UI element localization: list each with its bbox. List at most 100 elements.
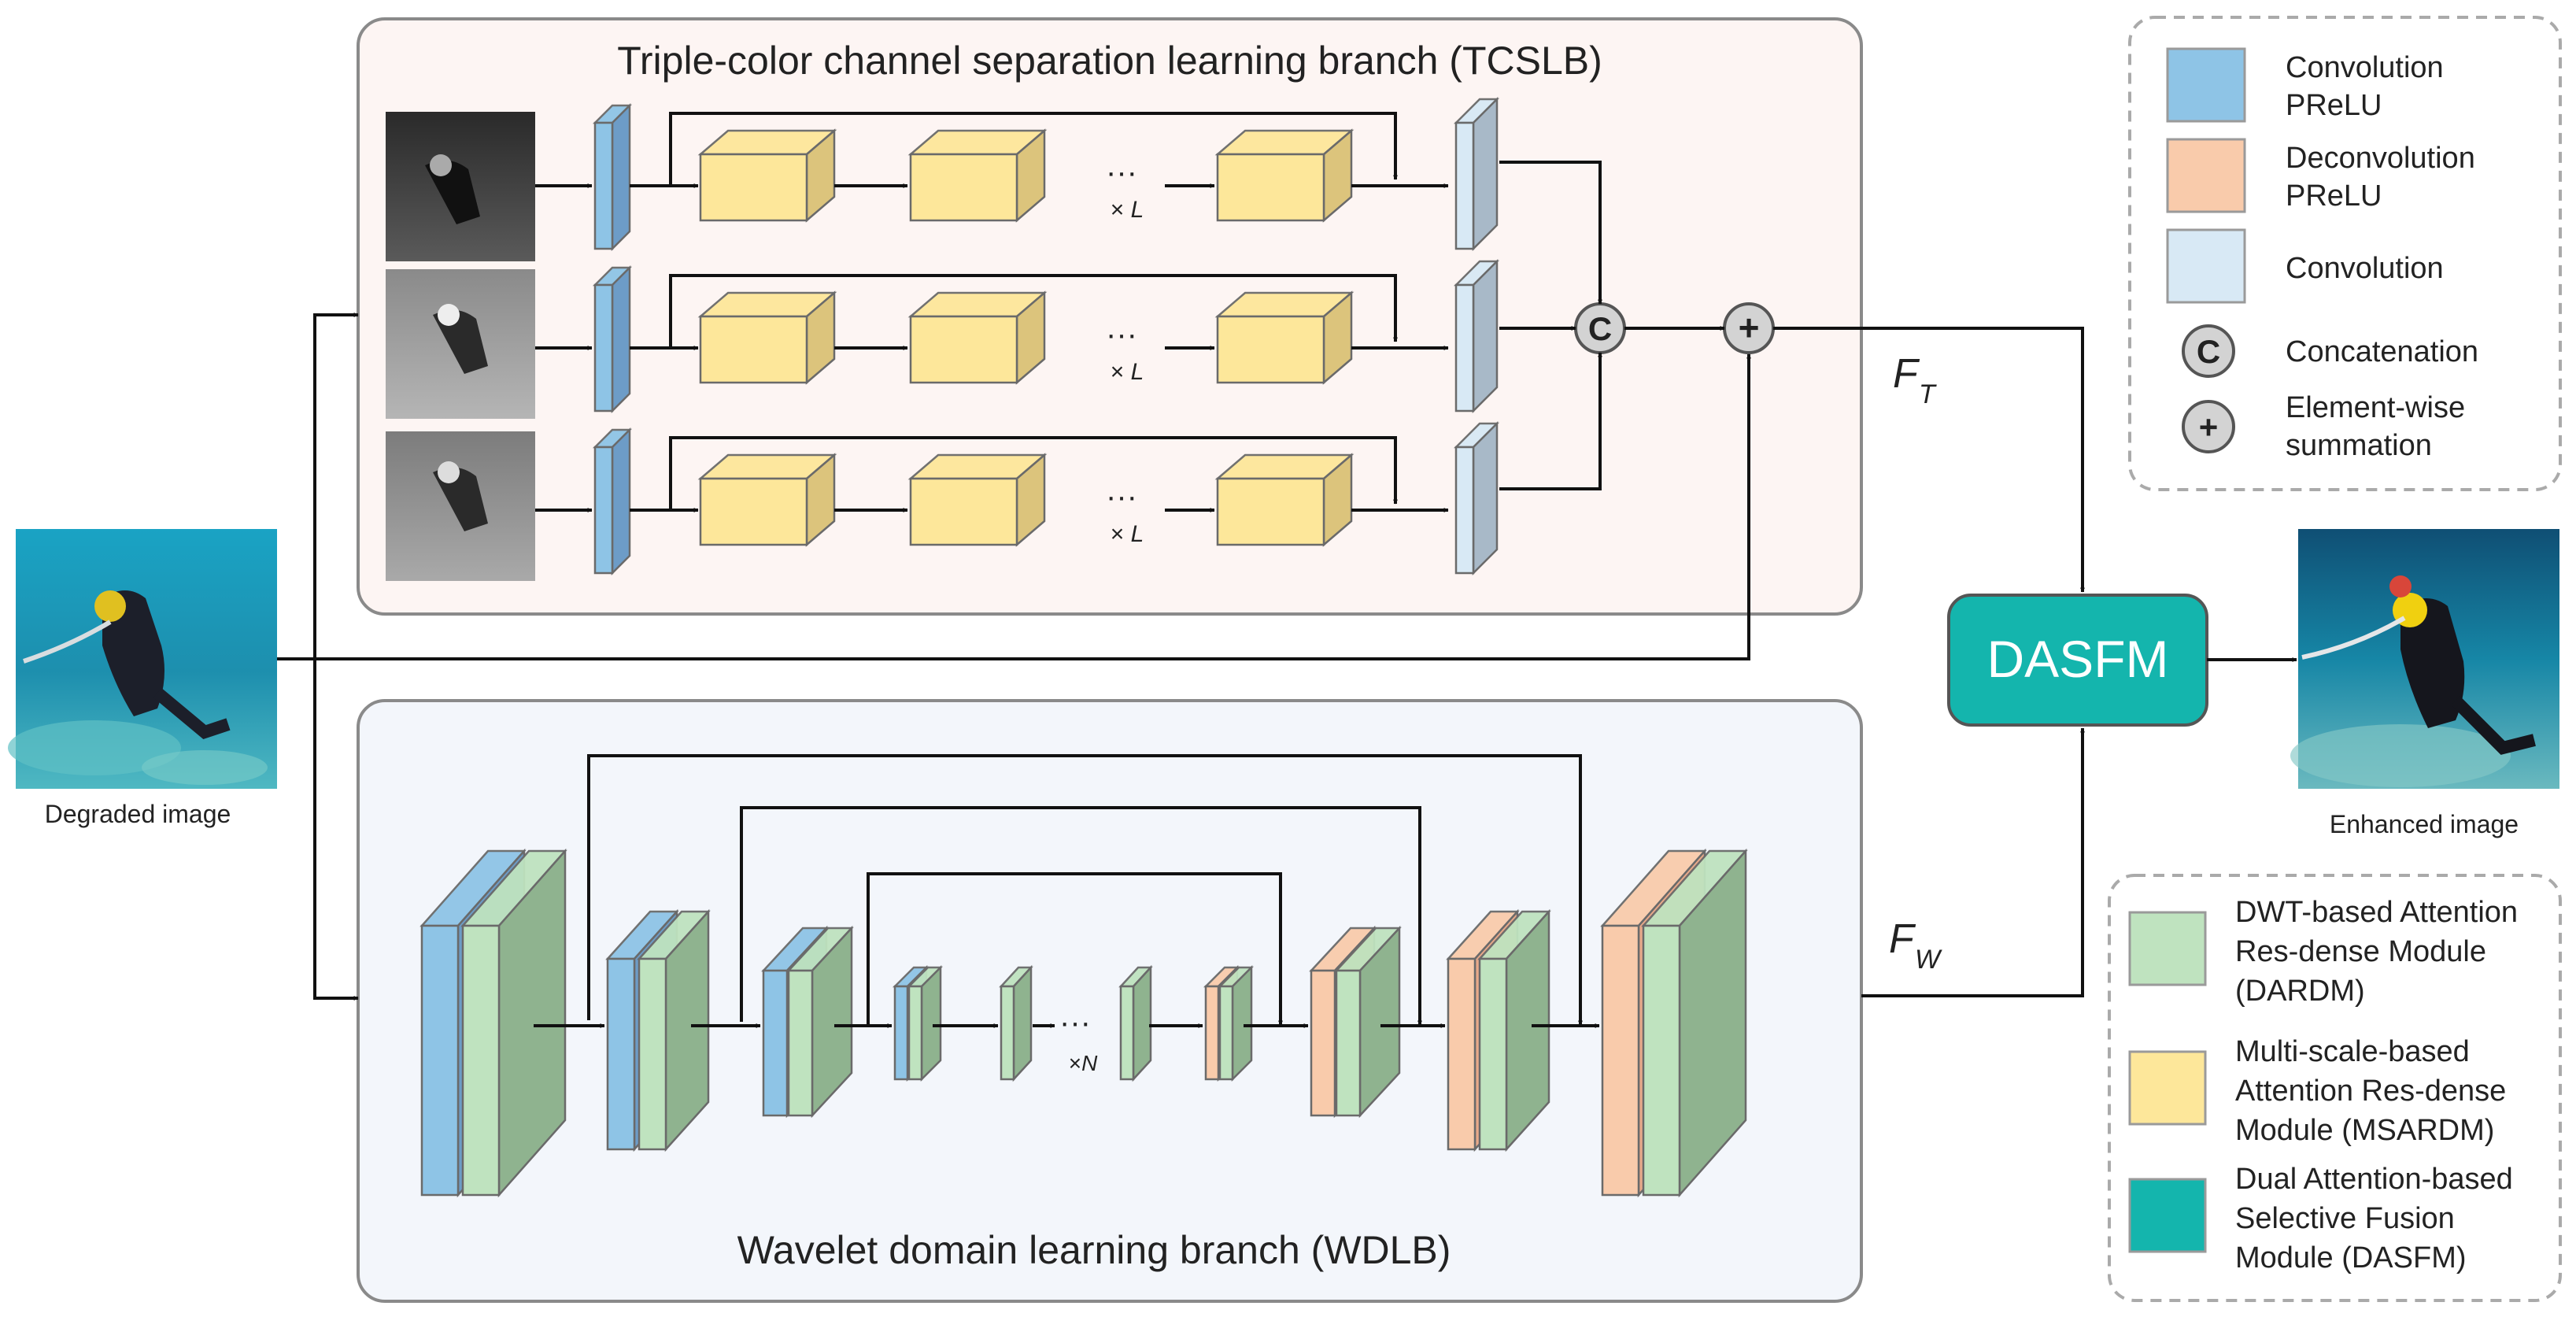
svg-text:T: T <box>1919 379 1937 409</box>
repeat-dots: ··· <box>1106 155 1137 190</box>
legend-top-frame <box>2128 16 2562 491</box>
legend-swatch <box>2128 911 2207 986</box>
msardm-block <box>697 290 837 385</box>
legend-top: ConvolutionPReLUDeconvolutionPReLUConvol… <box>2166 47 2478 462</box>
concat-node: C <box>1574 302 1626 354</box>
msardm-block <box>1214 128 1355 223</box>
legend-swatch <box>2128 1178 2207 1253</box>
conv-block <box>1453 420 1500 576</box>
legend-item: C Concatenation <box>2182 324 2478 378</box>
legend-symbol <box>2182 400 2235 453</box>
skip-connection <box>740 806 1422 1026</box>
dardm-block <box>906 964 944 1082</box>
legend-label: Dual Attention-based <box>2235 1163 2513 1196</box>
wdlb-panel <box>357 699 1863 1303</box>
dardm-block <box>460 848 567 1198</box>
skip-connection <box>669 274 1398 348</box>
legend-bottom-frame <box>2108 874 2562 1302</box>
legend-label: Module (DASFM) <box>2235 1241 2467 1274</box>
svg-text:W: W <box>1915 945 1942 975</box>
repeat-count: × L <box>1111 521 1144 547</box>
conv-block <box>1453 258 1500 414</box>
legend-label: Module (MSARDM) <box>2235 1114 2494 1147</box>
legend-symbol-text: C <box>2197 333 2220 370</box>
legend-label: Multi-scale-based <box>2235 1035 2470 1068</box>
dasfm-label: DASFM <box>1987 630 2169 688</box>
msardm-block <box>1214 290 1355 385</box>
channel-image-2 <box>386 269 535 419</box>
conv-prelu-block <box>592 427 633 576</box>
legend-label: PReLU <box>2286 179 2382 213</box>
legend-label: Convolution <box>2286 51 2444 84</box>
skip-connection <box>867 872 1283 1026</box>
msardm-block <box>1214 453 1355 547</box>
legend-symbol <box>2182 324 2235 378</box>
repeat-count: ×N <box>1069 1051 1098 1075</box>
enhanced-image-label: Enhanced image <box>2330 810 2519 838</box>
legend-swatch <box>2166 228 2246 304</box>
legend-label: (DARDM) <box>2235 975 2365 1008</box>
dardm-block <box>1118 964 1153 1082</box>
legend-label: Deconvolution <box>2286 142 2475 175</box>
channel-image-3 <box>386 431 535 581</box>
repeat-dots: ··· <box>1059 1005 1091 1040</box>
legend-label: Element-wise <box>2286 391 2465 424</box>
skip-connection <box>587 754 1583 1026</box>
tcslb-title: Triple-color channel separation learning… <box>617 39 1602 83</box>
legend-item: Convolution <box>2166 228 2444 304</box>
tcslb-wires <box>277 161 2297 1001</box>
wdlb-network: ··· ×N <box>419 754 1748 1198</box>
conv-block <box>1453 96 1500 252</box>
legend-label: DWT-based Attention <box>2235 896 2518 929</box>
legend-label: Convolution <box>2286 252 2444 285</box>
dardm-block <box>1477 908 1551 1152</box>
degraded-image <box>8 529 277 789</box>
conv-prelu-block <box>592 102 633 252</box>
legend-swatch <box>2128 1050 2207 1126</box>
tcslb-rows: ···× L···× L···× L <box>535 96 1500 576</box>
channel-image-1 <box>386 112 535 261</box>
legend-swatch <box>2166 138 2246 213</box>
legend-label: PReLU <box>2286 89 2382 122</box>
legend-label: Concatenation <box>2286 335 2478 368</box>
conv-prelu-block <box>592 265 633 414</box>
dardm-block <box>786 925 854 1119</box>
msardm-block <box>907 290 1048 385</box>
svg-text:F: F <box>1893 351 1920 397</box>
skip-connection <box>669 436 1398 510</box>
repeat-count: × L <box>1111 197 1144 223</box>
fw-label: F W <box>1889 916 1942 975</box>
msardm-block <box>907 128 1048 223</box>
legend-symbol-text: + <box>2199 409 2219 446</box>
skip-connection <box>669 112 1398 186</box>
legend-label: Attention Res-dense <box>2235 1075 2506 1108</box>
legend-label: Res-dense Module <box>2235 935 2486 968</box>
legend-item: + Element-wise summation <box>2182 391 2465 462</box>
msardm-block <box>697 128 837 223</box>
legend-label: Selective Fusion <box>2235 1202 2455 1235</box>
enhanced-image <box>2290 529 2559 789</box>
dardm-block <box>1217 964 1255 1082</box>
msardm-block <box>697 453 837 547</box>
sum-symbol: + <box>1739 307 1760 348</box>
dardm-block <box>1334 925 1402 1119</box>
legend-swatch <box>2166 47 2246 123</box>
wdlb-title: Wavelet domain learning branch (WDLB) <box>737 1228 1451 1272</box>
sum-node: + <box>1723 302 1775 354</box>
dardm-block <box>999 964 1033 1082</box>
ft-label: F T <box>1893 351 1937 409</box>
msardm-block <box>907 453 1048 547</box>
dardm-block <box>1641 848 1748 1198</box>
legend-label: summation <box>2286 429 2432 462</box>
repeat-dots: ··· <box>1106 479 1137 514</box>
repeat-count: × L <box>1111 359 1144 385</box>
degraded-image-label: Degraded image <box>45 800 231 828</box>
concat-symbol: C <box>1588 310 1612 347</box>
svg-text:F: F <box>1889 916 1916 962</box>
